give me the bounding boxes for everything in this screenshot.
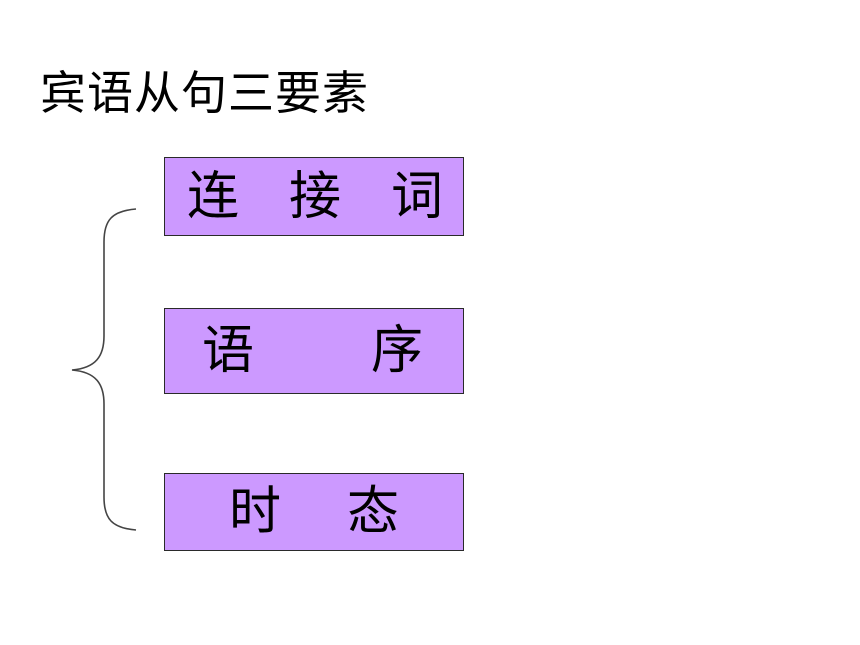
box-char: 连 (187, 166, 240, 227)
slide-title: 宾语从句三要素 (40, 66, 369, 120)
box-char: 接 (289, 166, 342, 227)
box-char: 态 (347, 482, 400, 542)
box-char: 语 (202, 321, 255, 381)
box-char: 词 (391, 166, 444, 227)
concept-box-connective: 连 接 词 (164, 157, 464, 236)
box-char: 序 (371, 321, 424, 381)
concept-box-tense: 时 态 (164, 473, 464, 551)
concept-box-word-order: 语 序 (164, 308, 464, 394)
box-char: 时 (229, 482, 282, 542)
